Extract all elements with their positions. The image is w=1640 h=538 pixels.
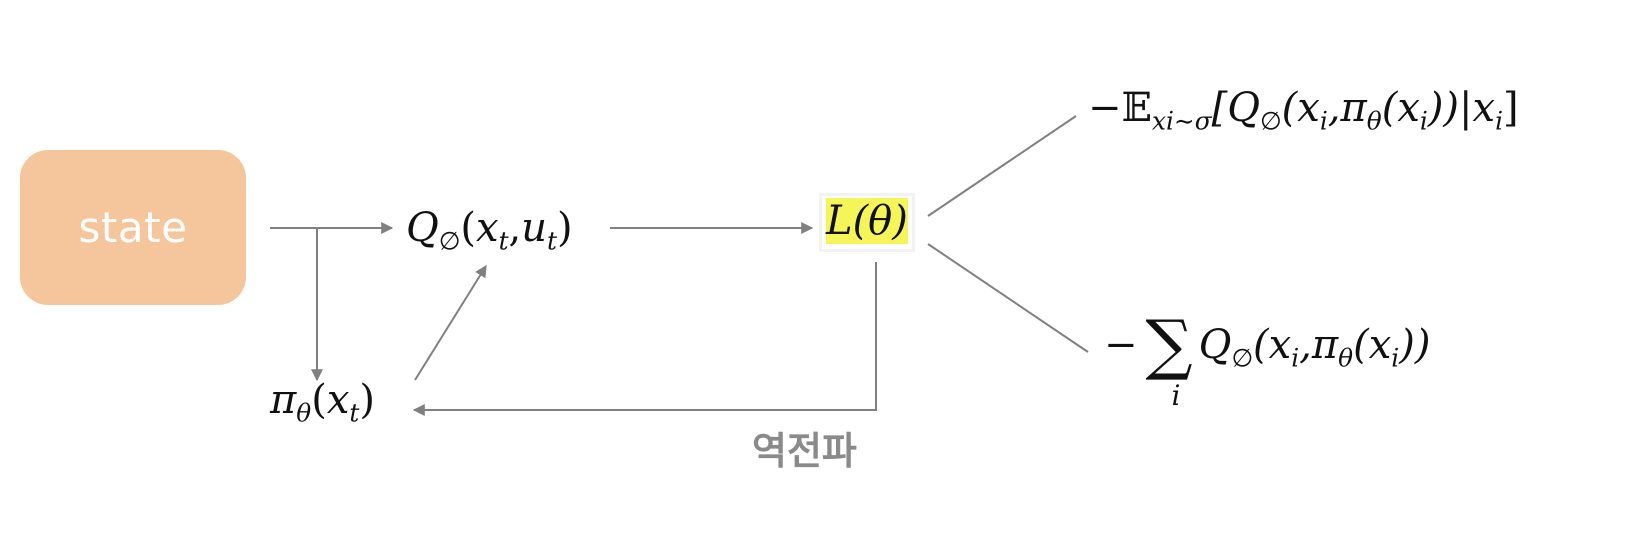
expectation-body-open: [Q [1211,85,1261,131]
pi-arg-subscript: t [349,398,360,428]
expectation-symbol: 𝔼 [1121,85,1153,131]
expectation-x2-subscript: i [1419,106,1428,136]
summation-close: )) [1399,322,1431,368]
arrow-pi-to-q [414,264,487,381]
connector-loss-to-summation [927,243,1089,353]
summation-comma-pi: ,π [1299,322,1339,368]
summation-x-subscript: i [1291,343,1300,373]
expectation-paren-open: (x [1281,85,1320,131]
pi-arg-x: x [326,377,350,423]
loss-node: L(θ) [822,196,912,249]
expectation-inner-open: (x [1381,85,1420,131]
pi-close-paren: ) [359,377,375,423]
expectation-bracket-close: ] [1503,85,1519,131]
expectation-pi-subscript: θ [1366,106,1382,136]
q-symbol: Q [406,205,439,251]
expectation-subscript: xi∼σ [1152,106,1212,136]
summation-q: Q [1198,322,1232,368]
q-arg-u-subscript: t [547,226,557,256]
connector-loss-to-expectation [927,115,1077,217]
expectation-formula: −𝔼xi∼σ[Q∅(xi,πθ(xi))|xi] [1088,85,1519,134]
q-function-node: Q∅(xt,ut) [406,205,573,254]
q-arg-u: u [521,205,548,251]
summation-minus: − [1104,322,1138,368]
summation-sigma: ∑ i [1146,312,1193,410]
state-node: state [20,150,246,305]
loss-label: L(θ) [826,198,908,244]
q-arg-x: x [476,205,499,251]
summation-paren-open: (x [1253,322,1292,368]
pi-open-paren: ( [311,377,327,423]
q-close-paren: ) [557,205,573,251]
expectation-comma-pi: ,π [1327,85,1367,131]
q-open-paren: ( [460,205,477,251]
state-label: state [78,203,188,252]
expectation-x3-subscript: i [1495,106,1504,136]
expectation-minus: − [1088,85,1122,131]
summation-index: i [1171,379,1181,412]
q-subscript: ∅ [438,226,461,256]
q-arg-x-subscript: t [498,226,509,256]
q-comma: , [508,205,522,251]
arrow-backprop [412,262,877,416]
summation-x2-subscript: i [1391,343,1400,373]
pi-symbol: π [270,377,297,423]
expectation-closing: ))|x [1427,85,1496,131]
expectation-q-subscript: ∅ [1260,106,1282,136]
pi-subscript: θ [296,398,312,428]
summation-term: Q∅(xi,πθ(xi)) [1198,322,1431,371]
policy-node: πθ(xt) [270,377,375,426]
summation-q-subscript: ∅ [1231,343,1254,373]
sigma-glyph: ∑ [1145,306,1193,383]
expectation-x-subscript: i [1319,106,1328,136]
summation-inner-open: (x [1353,322,1392,368]
summation-pi-subscript: θ [1338,343,1354,373]
backprop-label: 역전파 [752,429,857,473]
summation-formula: − ∑ i Q∅(xi,πθ(xi)) [1104,312,1431,410]
